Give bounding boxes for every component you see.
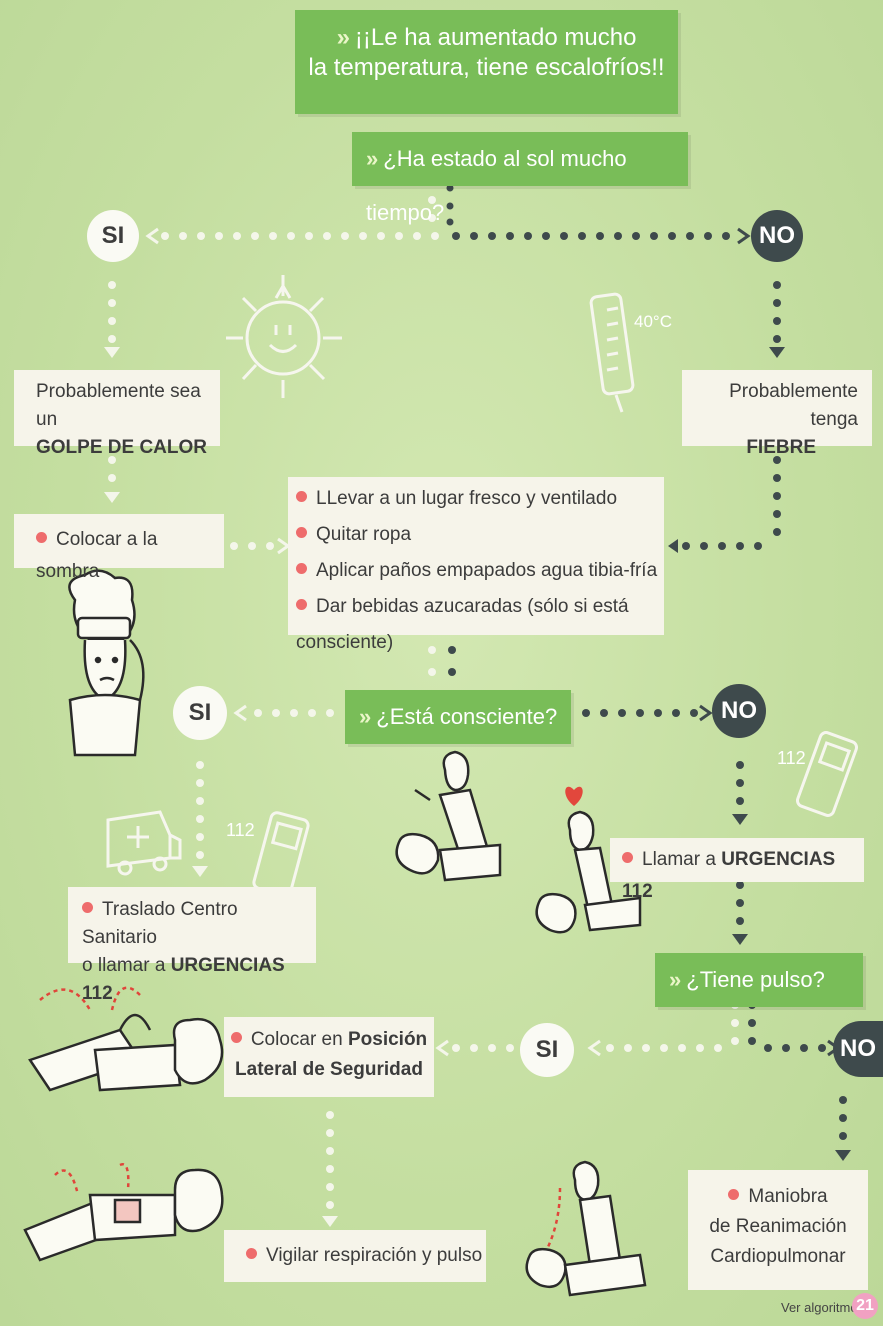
question-sun-label: ¿Ha estado al sol mucho tiempo? xyxy=(366,146,627,225)
page-number-badge: 21 xyxy=(852,1293,878,1319)
question-sun: »¿Ha estado al sol mucho tiempo? xyxy=(352,132,688,225)
dotline-lateral-down xyxy=(322,1111,338,1227)
dotline-top-right xyxy=(446,184,730,240)
no-node-2: NO xyxy=(712,684,766,738)
person-checking-illustration xyxy=(395,750,502,882)
shade-box: Colocar a la sombra xyxy=(14,514,224,582)
phone-number-left: 112 xyxy=(226,820,255,840)
no-node-3: NO xyxy=(833,1021,883,1077)
no-node-1: NO xyxy=(751,210,803,262)
sun-icon xyxy=(226,275,342,398)
person-headache-illustration xyxy=(68,569,145,757)
list-item: Dar bebidas azucaradas (sólo si está con… xyxy=(296,596,629,653)
bullet-icon xyxy=(82,902,93,914)
heatstroke-box: Probablemente sea un GOLPE DE CALOR xyxy=(14,370,220,458)
dotline-si-down xyxy=(104,281,120,503)
cpr-box: Maniobra de Reanimación Cardiopulmonar xyxy=(688,1170,868,1290)
question-pulse: »¿Tiene pulso? xyxy=(655,953,863,1007)
title-line-2: la temperatura, tiene escalofríos!! xyxy=(308,54,665,81)
bullet-icon xyxy=(622,852,633,864)
dotline-pulse-no xyxy=(748,1001,851,1161)
list-item: LLevar a un lugar fresco y ventilado xyxy=(296,481,664,517)
call-emergency-box: Llamar a URGENCIAS 112 xyxy=(610,838,864,902)
bullet-icon xyxy=(36,532,47,544)
phone-icon-left xyxy=(252,811,310,897)
thermometer-icon xyxy=(589,292,635,413)
yes-node-3: SI xyxy=(520,1023,574,1077)
monitor-box: Vigilar respiración y pulso xyxy=(224,1230,486,1282)
phone-icon-right xyxy=(795,731,859,817)
dotline-conscious-no xyxy=(582,704,713,722)
dotline-pulse-si xyxy=(435,1001,739,1057)
algorithm-link[interactable]: Ver algoritmo xyxy=(781,1300,858,1315)
cpr-illustration xyxy=(525,1160,647,1297)
title-line-1: ¡¡Le ha aumentado mucho xyxy=(354,24,637,51)
dotline-list-down xyxy=(428,646,456,676)
question-conscious: »¿Está consciente? xyxy=(345,690,571,744)
arrow-icon: » xyxy=(336,24,350,51)
dotline-no2-down xyxy=(732,761,748,945)
dotline-no-down xyxy=(668,281,785,553)
transfer-box: Traslado Centro Sanitario o llamar a URG… xyxy=(68,887,316,1004)
yes-node-1: SI xyxy=(87,210,139,262)
heart-icon xyxy=(565,786,583,806)
bullet-icon xyxy=(230,1032,242,1044)
phone-number-right: 112 xyxy=(777,748,806,768)
dotline-si2-down xyxy=(192,761,208,877)
bullet-icon xyxy=(296,491,307,503)
bullet-icon xyxy=(296,527,307,539)
dotline-top-left xyxy=(161,196,439,240)
bullet-icon xyxy=(246,1248,257,1260)
measures-list: LLevar a un lugar fresco y ventilado Qui… xyxy=(288,477,664,653)
recovery-position-box: Colocar en Posición Lateral de Seguridad xyxy=(224,1017,434,1097)
arrow-icon: » xyxy=(669,967,681,992)
yes-node-2: SI xyxy=(173,686,227,740)
recovery-position-illustration xyxy=(28,1013,224,1092)
motion-arrows xyxy=(39,986,562,1276)
fever-box: Probablemente tenga FIEBRE xyxy=(682,370,872,458)
temperature-label: 40°C xyxy=(634,312,672,331)
title-banner: »¡¡Le ha aumentado mucho la temperatura,… xyxy=(295,10,678,114)
breathing-check-illustration xyxy=(23,1168,224,1262)
dotline-conscious-si xyxy=(233,704,334,722)
person-pulse-illustration xyxy=(535,810,642,934)
bullet-icon xyxy=(728,1189,740,1201)
arrow-icon: » xyxy=(359,704,371,729)
ambulance-icon xyxy=(106,810,182,876)
list-item: Aplicar paños empapados agua tibia-fría xyxy=(296,553,664,589)
dotline-shade-to-list xyxy=(230,537,291,555)
bullet-icon xyxy=(296,599,307,611)
list-item: Quitar ropa xyxy=(296,517,664,553)
bullet-icon xyxy=(296,563,307,575)
arrow-icon: » xyxy=(366,146,378,171)
